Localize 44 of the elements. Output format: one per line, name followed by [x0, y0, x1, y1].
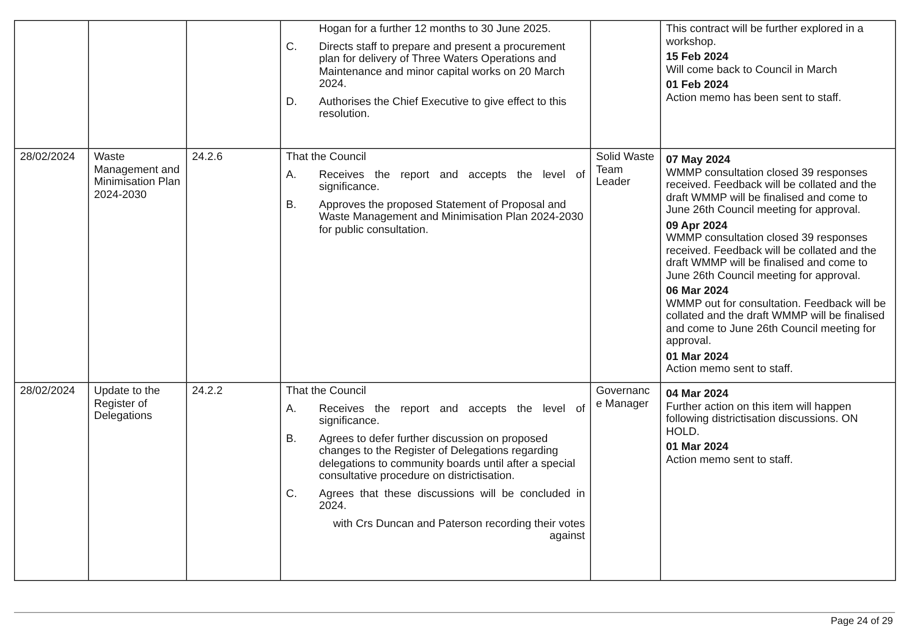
responsible-officer: Governance Manager — [596, 385, 651, 410]
resolution-text: Approves the proposed Statement of Proposal and Waste Management and Minimisation Plan 2024-2030 for public consultation. — [319, 198, 584, 236]
list-marker: B. — [286, 432, 298, 446]
update-date: 09 Apr 2024 — [666, 220, 728, 232]
item-title: Waste Management and Minimisation Plan 2024-2030 — [94, 151, 181, 201]
list-marker: C. — [286, 40, 298, 54]
status-update: Action memo sent to staff. — [666, 363, 794, 376]
list-marker: C. — [286, 488, 298, 502]
resolution-text: Agrees to defer further discussion on proposed changes to the Register of Delegations regarding delegations to community boards until after a special consultative procedure on districtisation. — [319, 432, 576, 482]
resolution-text: That the Council — [286, 385, 368, 398]
status-update: WMMP consultation closed 39 responses received. Feedback will be collated and the draft WMMP will be finalised and come to June 26th Council meeting for approval. — [666, 232, 878, 282]
update-date: 06 Mar 2024 — [666, 285, 730, 298]
resolution-text: with Crs Duncan and Paterson recording their votes against — [332, 518, 585, 542]
list-marker: A. — [286, 402, 298, 416]
update-date: 01 Mar 2024 — [666, 350, 730, 363]
update-date: 01 Mar 2024 — [666, 441, 730, 454]
status-update: Action memo sent to staff. — [666, 454, 794, 466]
responsible-officer: Solid Waste Team Leader — [596, 151, 655, 188]
status-update: Will come back to Council in March — [666, 64, 838, 76]
resolution-text: Hogan for a further 12 months to 30 June 2025. — [319, 23, 552, 36]
resolution-text: Agrees that these discussions will be concluded in 2024. — [319, 488, 585, 512]
update-date: 15 Feb 2024 — [666, 51, 730, 64]
meeting-date: 28/02/2024 — [20, 151, 76, 164]
list-marker: D. — [286, 96, 298, 110]
item-title: Update to the Register of Delegations — [94, 385, 162, 422]
status-update: Action memo has been sent to staff. — [666, 92, 842, 104]
status-update: This contract will be further explored in a workshop. — [666, 23, 864, 48]
resolution-text: Receives the report and accepts the level of significance. — [319, 168, 585, 194]
update-date: 01 Feb 2024 — [666, 79, 730, 92]
resolution-text: Authorises the Chief Executive to give effect to this resolution. — [319, 96, 568, 120]
meeting-date: 28/02/2024 — [20, 385, 76, 398]
list-marker: A. — [286, 168, 298, 182]
resolution-text: That the Council — [286, 151, 368, 164]
update-date: 04 Mar 2024 — [666, 388, 730, 400]
item-number: 24.2.6 — [192, 151, 224, 164]
status-update: Further action on this item will happen following districtisation discussions. ON HOLD. — [666, 400, 859, 438]
status-update: WMMP consultation closed 39 responses received. Feedback will be collated and the draft WMMP will be finalised and come to June 26th Council meeting for approval. — [666, 166, 878, 216]
status-update: WMMP out for consultation. Feedback will be collated and the draft WMMP will be finalised and come to June 26th Council meeting for approval. — [666, 298, 887, 348]
page-number: Page 24 of 29 — [830, 616, 893, 626]
list-marker: B. — [286, 198, 298, 212]
item-number: 24.2.2 — [192, 385, 224, 398]
update-date: 07 May 2024 — [666, 154, 732, 166]
resolution-text: Receives the report and accepts the level of significance. — [319, 402, 585, 428]
resolution-text: Directs staff to prepare and present a procurement plan for delivery of Three Waters Operations and Maintenance and minor capital works on 20 March 2024. — [319, 40, 566, 90]
